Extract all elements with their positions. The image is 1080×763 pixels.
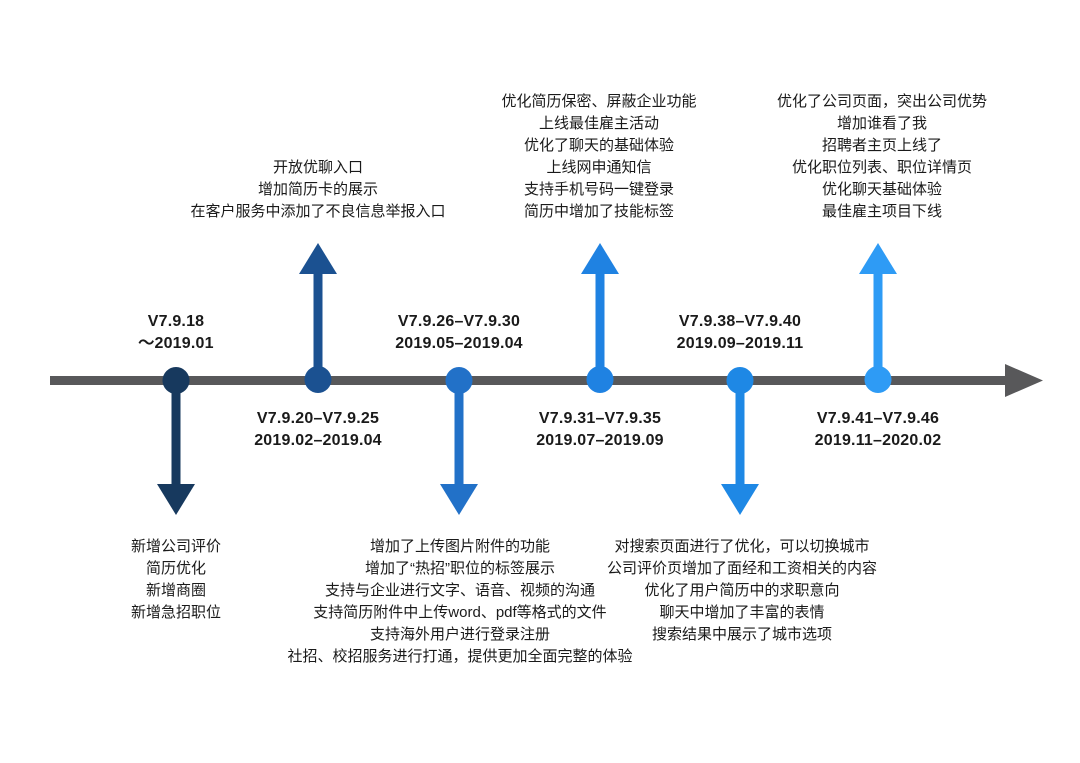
feature-line: 简历中增加了技能标签: [523, 203, 675, 220]
feature-line: 优化聊天基础体验: [821, 181, 943, 198]
milestone-3-label: V7.9.26–V7.9.30 2019.05–2019.04: [395, 311, 523, 355]
milestone-6-label: V7.9.41–V7.9.46 2019.11–2020.02: [815, 408, 942, 452]
feature-line: 对搜索页面进行了优化，可以切换城市: [614, 538, 870, 555]
feature-line: 增加简历卡的展示: [257, 181, 379, 198]
milestone-2-period: 2019.02–2019.04: [254, 432, 382, 449]
milestone-3-marker: [440, 367, 478, 515]
feature-line: 新增公司评价: [130, 538, 222, 555]
milestone-1-label: V7.9.18 ～2019.01: [138, 311, 213, 355]
up-arrow-icon: [299, 243, 337, 274]
milestone-2-version: V7.9.20–V7.9.25: [256, 410, 380, 427]
milestone-5-marker: [721, 367, 759, 515]
feature-line: 上线网申通知信: [546, 159, 652, 176]
timeline-axis-arrowhead-icon: [1005, 364, 1043, 397]
feature-line: 增加谁看了我: [836, 115, 928, 132]
milestone-6-features: 优化了公司页面，突出公司优势 增加谁看了我 招聘者主页上线了 优化职位列表、职位…: [777, 91, 987, 223]
arrow-stem: [873, 272, 883, 380]
feature-line: 支持与企业进行文字、语音、视频的沟通: [324, 582, 596, 599]
feature-line: 优化了聊天的基础体验: [523, 137, 675, 154]
feature-line: 在客户服务中添加了不良信息举报入口: [190, 203, 446, 220]
milestone-3-version: V7.9.26–V7.9.30: [397, 313, 521, 330]
feature-line: 上线最佳雇主活动: [538, 115, 660, 132]
down-arrow-icon: [721, 484, 759, 515]
milestone-5-period: 2019.09–2019.11: [676, 335, 804, 352]
arrow-stem: [171, 380, 181, 485]
feature-line: 新增急招职位: [130, 604, 222, 621]
milestone-5-label: V7.9.38–V7.9.40 2019.09–2019.11: [677, 311, 804, 355]
feature-line: 新增商圈: [145, 582, 207, 599]
feature-line: 优化了用户简历中的求职意向: [644, 582, 840, 599]
milestone-4-period: 2019.07–2019.09: [536, 432, 664, 449]
up-arrow-icon: [859, 243, 897, 274]
milestone-1-features: 新增公司评价 简历优化 新增商圈 新增急招职位: [131, 536, 221, 624]
feature-line: 招聘者主页上线了: [821, 137, 943, 154]
feature-line: 支持海外用户进行登录注册: [369, 626, 551, 643]
timeline-axis: [50, 376, 1008, 385]
milestone-1-marker: [157, 367, 195, 515]
feature-line: 公司评价页增加了面经和工资相关的内容: [606, 560, 878, 577]
arrow-stem: [454, 380, 464, 485]
feature-line: 最佳雇主项目下线: [821, 203, 943, 220]
milestone-6-marker: [859, 243, 897, 393]
feature-line: 社招、校招服务进行打通，提供更加全面完整的体验: [287, 648, 633, 665]
milestone-3-features: 增加了上传图片附件的功能 增加了“热招”职位的标签展示 支持与企业进行文字、语音…: [287, 536, 632, 668]
feature-line: 搜索结果中展示了城市选项: [651, 626, 833, 643]
feature-line: 优化简历保密、屏蔽企业功能: [501, 93, 697, 110]
milestone-5-features: 对搜索页面进行了优化，可以切换城市 公司评价页增加了面经和工资相关的内容 优化了…: [607, 536, 877, 646]
milestone-2-marker: [299, 243, 337, 393]
milestone-1-period: ～2019.01: [138, 335, 214, 352]
feature-line: 增加了上传图片附件的功能: [369, 538, 551, 555]
milestone-4-label: V7.9.31–V7.9.35 2019.07–2019.09: [536, 408, 664, 452]
milestone-1-version: V7.9.18: [147, 313, 205, 330]
milestone-6-version: V7.9.41–V7.9.46: [816, 410, 940, 427]
milestone-2-label: V7.9.20–V7.9.25 2019.02–2019.04: [254, 408, 382, 452]
milestone-4-version: V7.9.31–V7.9.35: [538, 410, 662, 427]
feature-line: 支持手机号码一键登录: [523, 181, 675, 198]
feature-line: 优化了公司页面，突出公司优势: [776, 93, 988, 110]
milestone-3-period: 2019.05–2019.04: [395, 335, 523, 352]
arrow-stem: [735, 380, 745, 485]
milestone-5-version: V7.9.38–V7.9.40: [678, 313, 802, 330]
milestone-4-features: 优化简历保密、屏蔽企业功能 上线最佳雇主活动 优化了聊天的基础体验 上线网申通知…: [501, 91, 696, 223]
feature-line: 聊天中增加了丰富的表情: [659, 604, 825, 621]
feature-line: 开放优聊入口: [272, 159, 364, 176]
feature-line: 优化职位列表、职位详情页: [791, 159, 973, 176]
down-arrow-icon: [157, 484, 195, 515]
feature-line: 增加了“热招”职位的标签展示: [364, 560, 555, 577]
arrow-stem: [595, 272, 605, 380]
down-arrow-icon: [440, 484, 478, 515]
arrow-stem: [313, 272, 323, 380]
feature-line: 简历优化: [145, 560, 207, 577]
milestone-6-period: 2019.11–2020.02: [814, 432, 942, 449]
milestone-4-marker: [581, 243, 619, 393]
up-arrow-icon: [581, 243, 619, 274]
feature-line: 支持简历附件中上传word、pdf等格式的文件: [313, 604, 607, 621]
milestone-2-features: 开放优聊入口 增加简历卡的展示 在客户服务中添加了不良信息举报入口: [190, 157, 445, 223]
